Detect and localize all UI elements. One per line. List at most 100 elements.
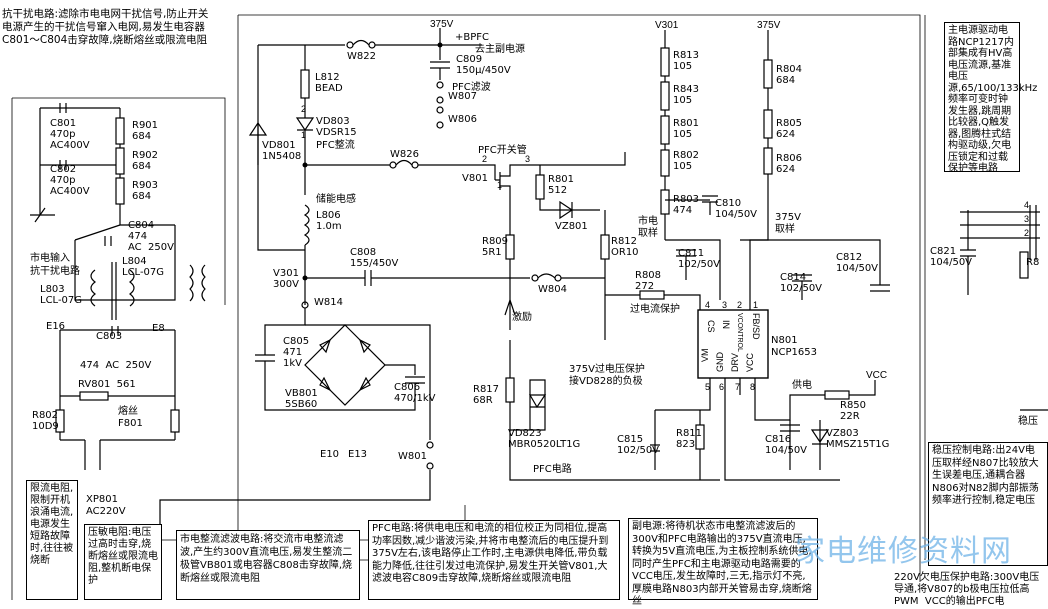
note-sub-power: 副电源:将待机状态市电整流滤波后的300V和PFC电路输出的375V直流电压,转… — [628, 518, 818, 607]
label-r8: R8 — [1026, 257, 1040, 268]
label-c802: C802 470p AC400V — [50, 164, 90, 197]
label-vd823: VD823 MBR0520LT1G — [508, 428, 581, 450]
label-r843: R843 105 — [673, 84, 700, 106]
pfc-filter-label: PFC滤波 — [452, 80, 491, 93]
label-vz801: VZ801 — [555, 221, 588, 232]
voltage-reg-label: 稳压 — [1018, 414, 1038, 427]
pin-vctl: VCONTROL — [736, 313, 743, 352]
net-375v-b: 375V — [757, 20, 781, 31]
label-r812: R812 OR10 — [611, 236, 639, 258]
label-c801: C801 470p AC400V — [50, 118, 90, 151]
net-labels: 375V 375V V301 VCC +BPFC 去主副电源 PFC滤波 PFC… — [301, 19, 1038, 475]
to-sub-power-label: 去主副电源 — [475, 42, 525, 55]
anti-interference-circuit — [30, 103, 206, 470]
note-voltage-ctrl: 稳压控制电路:出24V电压取样经N807比较放大生误差电压,通耦合器N806对N… — [928, 442, 1048, 566]
label-w814: W814 — [314, 297, 343, 308]
label-c815: C815 102/50V — [617, 434, 660, 456]
label-v801: V801 — [462, 173, 488, 184]
pin-label: 4 — [705, 300, 710, 310]
pin-vm: VM — [700, 349, 710, 363]
label-c811: C811 102/50V — [678, 248, 721, 270]
pin-cs: CS — [706, 320, 716, 333]
bpfc-label: +BPFC — [455, 32, 489, 43]
pin-label: 2 — [482, 154, 487, 164]
label-r805: R805 624 — [776, 118, 803, 140]
label-vd803: VD803 VDSR15 — [316, 116, 357, 138]
label-w807: W807 — [448, 91, 477, 102]
label-r809: R809 5R1 — [482, 236, 509, 258]
label-r802b: R802 105 — [673, 150, 700, 172]
label-ac220: XP801 AC220V — [86, 494, 126, 517]
label-ov-protect: 375V过电压保护 接VD828的负极 — [569, 364, 645, 387]
pin-fbsd: FB/SD — [751, 313, 761, 340]
label-n801: N801 NCP1653 — [771, 335, 817, 358]
supply-label: 供电 — [792, 378, 812, 391]
note-overvoltage-220: 220V欠电压保护电路:300V电压导通,将V807的b极电压拉低高PWM VC… — [894, 572, 1040, 607]
label-l804: L804 LCL-07G — [122, 256, 165, 278]
label-r903: R903 684 — [132, 180, 159, 202]
label-r901: R901 684 — [132, 120, 159, 142]
label-r902: R902 684 — [132, 150, 159, 172]
label-c814: C814 102/50V — [780, 272, 823, 294]
label-c812: C812 104/50V — [836, 252, 879, 274]
net-vcc: VCC — [866, 370, 887, 381]
label-r802: R802 10D9 — [32, 410, 59, 432]
label-w801: W801 — [398, 451, 427, 462]
pin-label: 3 — [525, 154, 530, 164]
label-w826: W826 — [390, 149, 419, 160]
pfc-circuit-label: PFC电路 — [533, 462, 572, 475]
label-c805: C805 471 1kV — [283, 336, 310, 369]
label-e10: E10 — [320, 449, 340, 460]
label-w822: W822 — [347, 51, 376, 62]
pin-label: 2 — [1024, 228, 1029, 238]
pin-label: 7 — [735, 382, 740, 392]
label-c809: C809 150μ/450V — [456, 54, 511, 76]
oc-protect-label: 过电流保护 — [630, 302, 680, 315]
label-vd801: VD801 1N5408 — [262, 140, 302, 162]
label-c808: C808 155/450V — [350, 247, 399, 269]
label-c816: C816 104/50V — [765, 434, 808, 456]
pfc-rect-label: PFC整流 — [316, 138, 355, 151]
label-c803: C803 — [96, 331, 123, 342]
pin-label: 5 — [705, 382, 710, 392]
label-vb801: VB801 5SB60 — [285, 388, 318, 410]
pin-label: 6 — [719, 382, 724, 392]
pin-label: 2 — [301, 104, 306, 114]
excitation-label: 激励 — [512, 310, 532, 323]
label-w804: W804 — [538, 284, 567, 295]
pin-label: 8 — [750, 382, 755, 392]
label-e16: E16 — [46, 321, 66, 332]
label-mains-input: 市电输入 抗干扰电路 — [30, 253, 80, 277]
pin-label: 1 — [301, 130, 306, 140]
right-partial-section — [960, 205, 1048, 411]
label-r813: R813 105 — [673, 50, 700, 72]
label-l812: L812 BEAD — [315, 72, 343, 94]
label-r850: R850 22R — [840, 400, 867, 422]
pfc-switch-label: PFC开关管 — [478, 143, 527, 156]
label-rv801: RV801 561 — [78, 379, 136, 390]
label-c803-value: 474 AC 250V — [80, 360, 152, 371]
label-c806: C806 470/1kV — [394, 382, 436, 404]
label-r817: R817 68R — [473, 384, 500, 406]
n801-pin-names: CS IN VCONTROL FB/SD VM GND DRV VCC — [700, 313, 761, 372]
net-v301-top: V301 — [655, 20, 679, 31]
pfc-section — [159, 28, 720, 540]
note-main-driver: 主电源驱动电路NCP1217内部集成有HV高电压流源,基准电压源,65/100/… — [944, 22, 1037, 174]
pin-drv: DRV — [730, 353, 740, 372]
net-375v-a: 375V — [430, 19, 454, 30]
pin-label: 1 — [753, 300, 758, 310]
pin-label: 3 — [1024, 214, 1029, 224]
label-r811: R811 823 — [676, 428, 703, 450]
note-rv801: 限流电阻,限制开机浪涌电流,电源发生短路故障时,往往被烧断 — [26, 480, 78, 600]
pin-vcc: VCC — [745, 352, 755, 372]
label-r806: R806 624 — [776, 153, 803, 175]
label-c804: C804 474 AC 250V — [128, 220, 174, 253]
label-r801: R801 512 — [548, 174, 575, 196]
pin-in: IN — [721, 320, 731, 329]
storage-inductor-label: 储能电感 — [316, 192, 356, 205]
label-r803: R803 474 — [673, 194, 700, 216]
label-e13: E13 — [348, 449, 368, 460]
label-w806: W806 — [448, 114, 477, 125]
